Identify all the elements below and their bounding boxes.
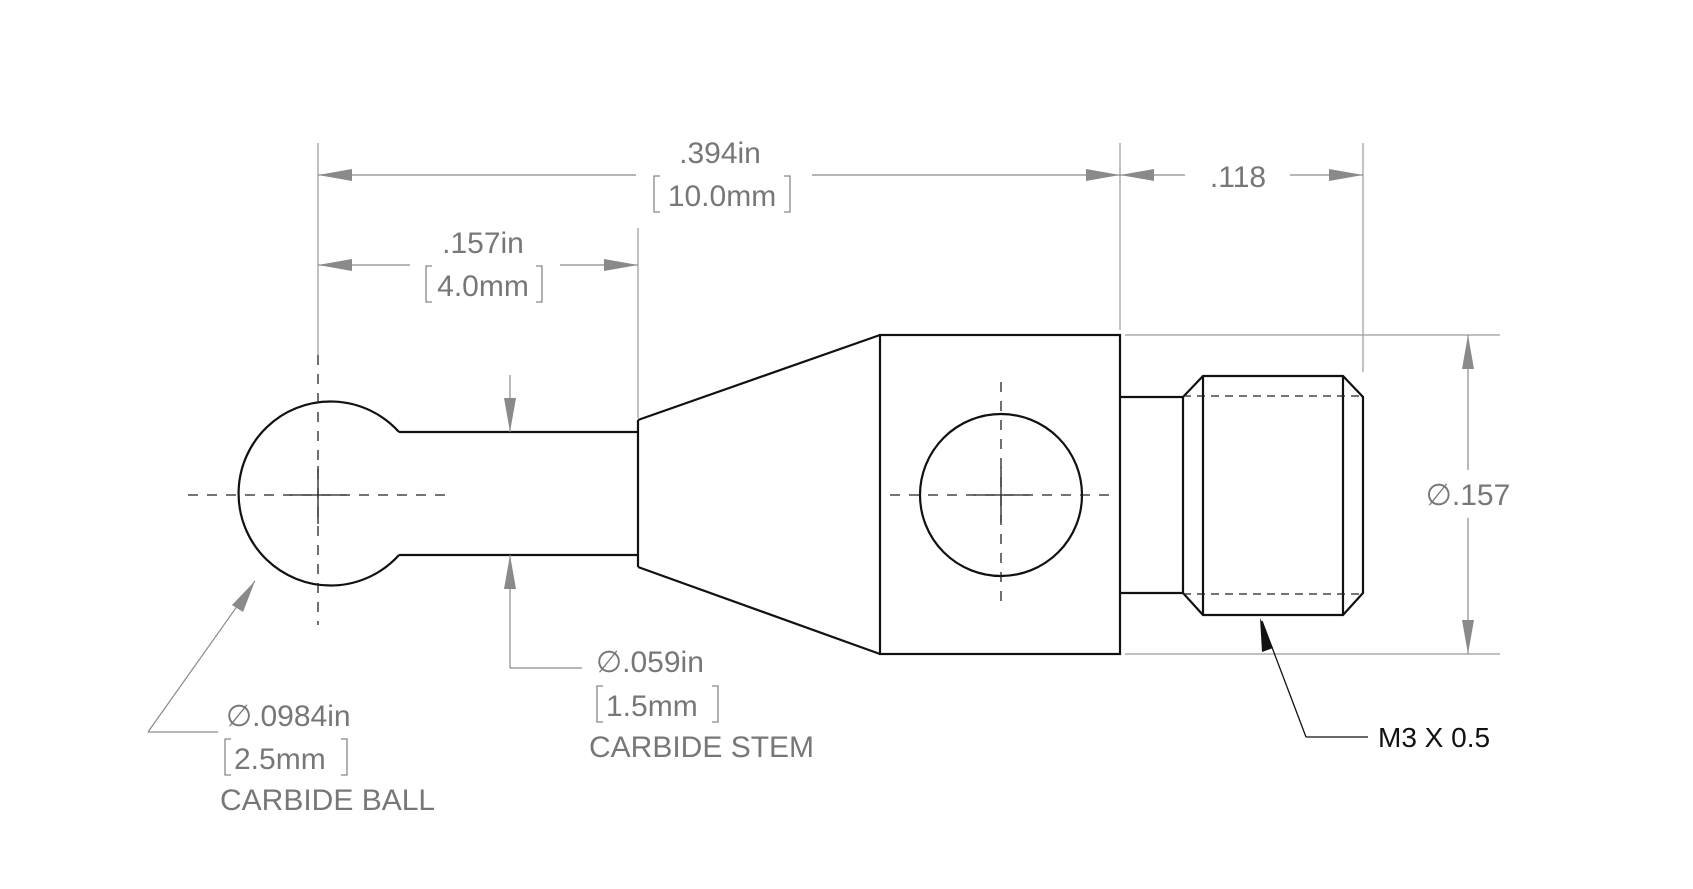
dim-stem-arrow-left — [318, 259, 352, 271]
dim-overall-arrow-left — [318, 169, 352, 181]
dim-overall-mm: 10.0mm — [668, 180, 776, 213]
extension-lines — [317, 143, 1500, 655]
center-lines — [188, 355, 1115, 625]
dim-diameter-arrow-bottom — [1462, 620, 1474, 654]
dim-thread-length: .118 — [1120, 161, 1363, 194]
ball-leader-arrow — [232, 581, 255, 612]
stem-callout-inch: ∅.059in — [596, 645, 704, 680]
dim-overall-inch: .394in — [679, 137, 761, 170]
dim-overall-arrow-right — [1086, 169, 1120, 181]
body-block — [878, 333, 1122, 656]
dim-overall-length: .394in 10.0mm — [318, 137, 1120, 213]
dim-stem-length: .157in 4.0mm — [318, 227, 638, 303]
thread-callout-leader — [1260, 618, 1368, 738]
dim-stem-inch: .157in — [442, 227, 524, 260]
stem-callout-mm: 1.5mm — [606, 690, 698, 723]
dim-stem-bracket-right — [536, 265, 543, 303]
cone-bottom-edge — [637, 565, 881, 656]
ball-callout: ∅.0984in 2.5mm CARBIDE BALL — [220, 699, 435, 817]
cone-top-edge — [637, 333, 881, 422]
stem-diameter-symbol: ∅ — [596, 645, 622, 680]
dim-thread-value: .118 — [1210, 161, 1266, 194]
stem-dia-arrow-top — [504, 398, 516, 432]
stem-mm-bracket-left — [596, 685, 603, 723]
stem-mm-bracket-right — [712, 685, 719, 723]
stem-callout-label: CARBIDE STEM — [589, 731, 814, 764]
carbide-ball-outline — [237, 400, 400, 587]
dim-overall-bracket-left — [653, 175, 660, 213]
thread-leader-arrow — [1260, 618, 1273, 652]
thread-outline — [1182, 374, 1365, 617]
stem-callout: ∅.059in 1.5mm CARBIDE STEM — [589, 645, 814, 764]
stem-dia-arrow-bottom — [504, 555, 516, 589]
ball-callout-mm: 2.5mm — [234, 743, 326, 776]
dim-diameter-arrow-top — [1462, 335, 1474, 369]
dim-diameter-label: ∅.157 — [1426, 478, 1511, 513]
dim-diameter-value: .157 — [1452, 479, 1510, 512]
dim-thread-arrow-left — [1120, 169, 1154, 181]
part-outline — [237, 333, 1365, 656]
ball-mm-bracket-right — [341, 738, 348, 776]
dim-overall-bracket-right — [784, 175, 791, 213]
dim-stem-diameter — [504, 375, 582, 669]
ball-callout-label: CARBIDE BALL — [220, 784, 435, 817]
dim-body-diameter: ∅.157 — [1426, 335, 1511, 654]
ball-inch-value: .0984in — [252, 700, 350, 733]
dim-stem-arrow-right — [604, 259, 638, 271]
ball-diameter-symbol: ∅ — [226, 699, 252, 734]
diameter-symbol: ∅ — [1426, 478, 1452, 513]
ball-mm-bracket-left — [224, 738, 231, 776]
dim-stem-bracket-left — [425, 265, 432, 303]
stem-inch-value: .059in — [622, 646, 704, 679]
dim-thread-arrow-right — [1329, 169, 1363, 181]
ball-callout-leader — [147, 580, 256, 733]
ball-callout-inch: ∅.0984in — [226, 699, 351, 734]
dim-stem-mm: 4.0mm — [437, 270, 529, 303]
thread-callout-label: M3 X 0.5 — [1378, 722, 1490, 753]
